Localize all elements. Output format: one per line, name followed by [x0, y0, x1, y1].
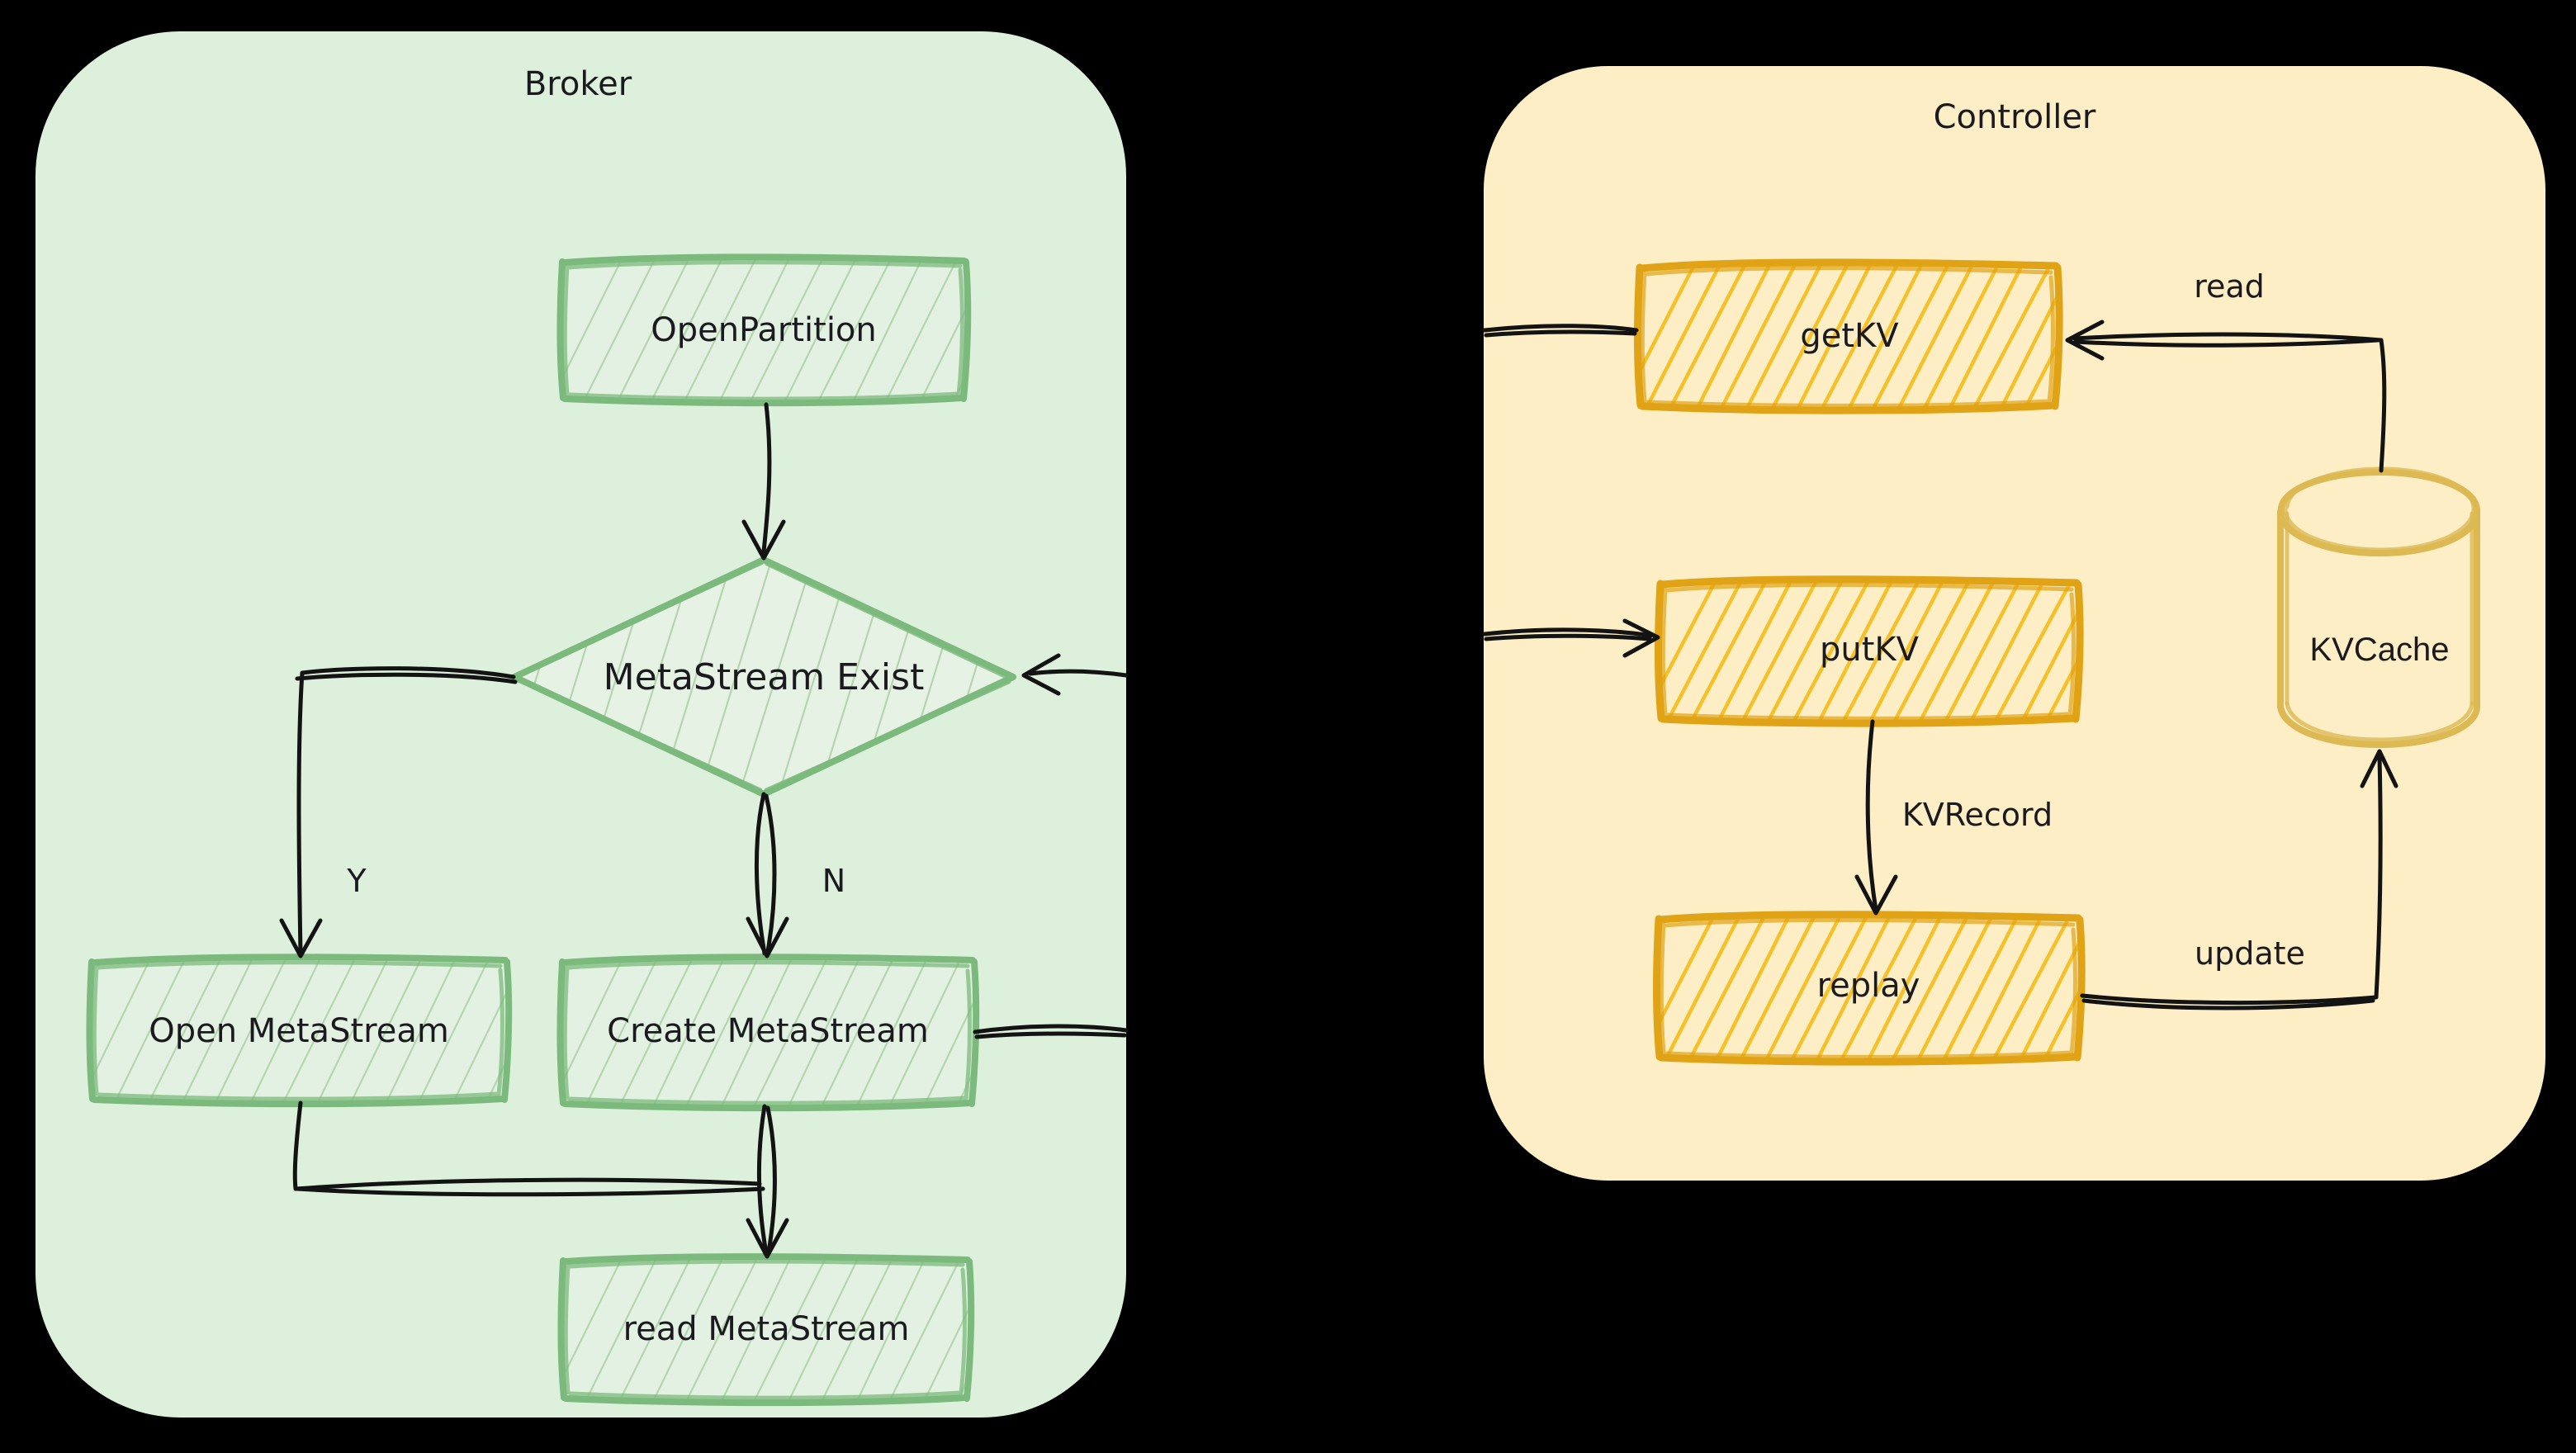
edge-create-to-read: [746, 1104, 789, 1259]
node-kv-cache-label: KVCache: [2310, 632, 2450, 668]
broker-panel-title: Broker: [524, 65, 632, 103]
node-open-partition[interactable]: OpenPartition: [545, 246, 1029, 414]
node-get-kv-label: getKV: [1800, 317, 1899, 355]
edge-label-update: update: [2195, 935, 2305, 972]
node-put-kv[interactable]: putKV: [1635, 568, 2126, 736]
edge-exist-yes-open: Y: [279, 666, 518, 958]
node-create-metastream[interactable]: Create MetaStream: [545, 948, 1032, 1120]
edge-replay-to-kvcache: update: [2080, 749, 2398, 1010]
node-put-kv-label: putKV: [1820, 631, 1920, 669]
edge-exist-no-create: N: [746, 792, 845, 958]
edge-exist-to-getkv-controller-side: [1482, 324, 1639, 338]
node-metastream-exist-label: MetaStream Exist: [604, 656, 925, 698]
node-get-kv[interactable]: getKV: [1614, 250, 2105, 423]
edge-putkv-to-replay: KVRecord: [1854, 719, 2053, 916]
node-kv-cache[interactable]: KVCache: [2277, 466, 2480, 748]
edge-label-read: read: [2194, 268, 2265, 305]
node-open-metastream[interactable]: Open MetaStream: [74, 945, 561, 1116]
node-read-metastream-label: read MetaStream: [623, 1310, 910, 1348]
edge-exist-to-getkv-broker-side: [1021, 653, 1129, 696]
edge-create-to-putkv-broker-side: [973, 1024, 1129, 1039]
edge-open-to-read: [292, 1100, 765, 1197]
node-replay-label: replay: [1817, 967, 1920, 1005]
node-create-metastream-label: Create MetaStream: [607, 1012, 929, 1050]
node-metastream-exist[interactable]: MetaStream Exist: [495, 545, 1054, 813]
edge-create-to-putkv-controller-side: [1482, 618, 1660, 658]
edge-kvcache-to-getkv: read: [2065, 268, 2387, 473]
controller-panel-title: Controller: [1934, 98, 2096, 136]
node-open-partition-label: OpenPartition: [651, 311, 877, 349]
node-open-metastream-label: Open MetaStream: [149, 1012, 449, 1050]
edge-label-n: N: [822, 863, 845, 899]
node-replay[interactable]: replay: [1633, 902, 2124, 1075]
edge-openpartition-to-exist: [741, 402, 786, 561]
edge-label-y: Y: [346, 863, 367, 899]
edge-label-kvrecord: KVRecord: [1902, 797, 2053, 833]
node-read-metastream[interactable]: read MetaStream: [545, 1245, 1032, 1415]
